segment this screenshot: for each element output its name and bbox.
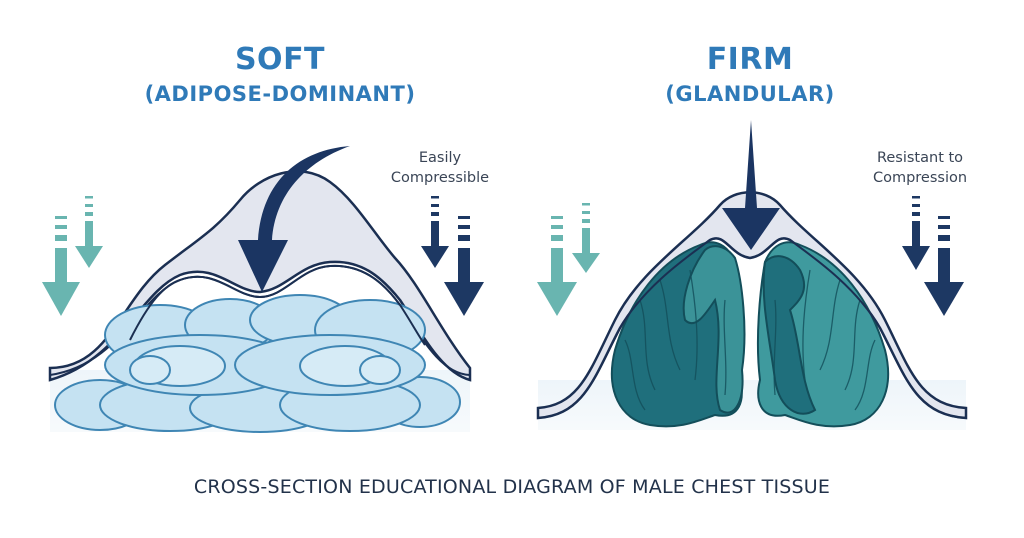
adipose-tissue (54, 294, 461, 433)
soft-title: SOFT (234, 42, 326, 77)
diagram-caption: CROSS-SECTION EDUCATIONAL DIAGRAM OF MAL… (193, 476, 831, 498)
navy-down-arrows-icon (421, 196, 484, 316)
resistant-to-compression-label: Resistant to Compression (840, 148, 1000, 188)
soft-subtitle: (ADIPOSE-DOMINANT) (144, 82, 416, 106)
easily-compressible-label: Easily Compressible (360, 148, 520, 188)
firm-subtitle: (GLANDULAR) (665, 82, 835, 106)
teal-down-arrows-icon (42, 196, 103, 316)
teal-down-arrows-icon (537, 203, 600, 316)
note-line-2: Compression (872, 170, 968, 186)
curved-compression-arrow-icon (238, 146, 350, 292)
navy-down-arrows-icon (902, 196, 964, 316)
note-line-2: Compressible (390, 170, 490, 186)
firm-cross-section (536, 120, 968, 430)
firm-title: FIRM (706, 42, 794, 77)
soft-cross-section (42, 146, 484, 433)
note-line-1: Resistant to (876, 150, 964, 166)
straight-compression-arrow-icon (722, 120, 780, 250)
glandular-tissue (610, 241, 890, 428)
note-line-1: Easily (418, 150, 462, 166)
